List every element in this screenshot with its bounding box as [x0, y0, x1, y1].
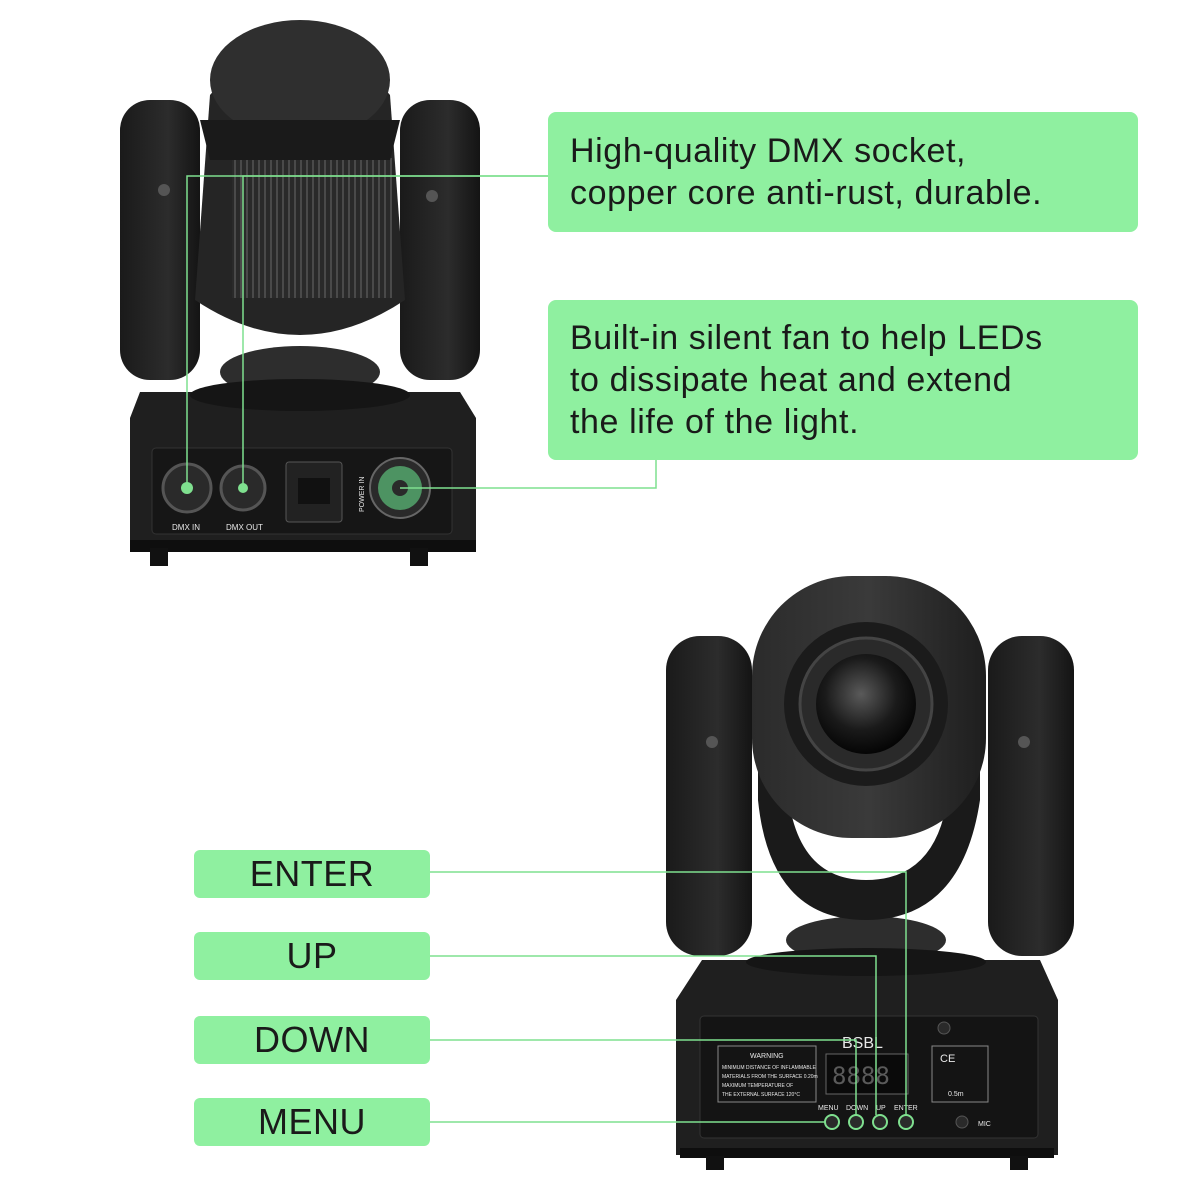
callout-dmx-socket-text: High-quality DMX socket, copper core ant… — [570, 132, 1043, 212]
svg-text:MATERIALS FROM THE SURFACE 0.2: MATERIALS FROM THE SURFACE 0.20m — [722, 1074, 818, 1080]
svg-text:0.5m: 0.5m — [948, 1091, 964, 1098]
right-arm — [400, 100, 480, 380]
svg-text:MINIMUM DISTANCE OF INFLAMMABL: MINIMUM DISTANCE OF INFLAMMABLE — [722, 1065, 816, 1071]
fixture-front-view: BSBL WARNING MINIMUM DISTANCE OF INFLAMM… — [666, 576, 1074, 1170]
label-enter: ENTER — [194, 850, 430, 898]
brand-logo: BSBL — [842, 1035, 883, 1052]
callout-silent-fan-text: Built-in silent fan to help LEDs to diss… — [570, 319, 1043, 441]
menu-button[interactable] — [824, 1114, 840, 1130]
svg-text:MAXIMUM TEMPERATURE OF: MAXIMUM TEMPERATURE OF — [722, 1083, 793, 1089]
down-button[interactable] — [848, 1114, 864, 1130]
warning-label — [717, 1045, 817, 1103]
callout-dmx-socket: High-quality DMX socket, copper core ant… — [548, 112, 1138, 232]
certification-label — [931, 1045, 989, 1103]
enter-button[interactable] — [898, 1114, 914, 1130]
mic-icon — [955, 1115, 969, 1129]
label-menu: MENU — [194, 1098, 430, 1146]
bottom-leader-lines — [430, 871, 907, 1123]
svg-text:MIC: MIC — [978, 1121, 991, 1128]
up-button[interactable] — [872, 1114, 888, 1130]
label-dmx-out: DMX OUT — [226, 523, 263, 532]
front-right-arm — [988, 636, 1074, 956]
svg-text:UP: UP — [876, 1105, 886, 1112]
label-up: UP — [194, 932, 430, 980]
label-dmx-in: DMX IN — [172, 523, 200, 532]
svg-text:MENU: MENU — [818, 1105, 839, 1112]
label-power-in: POWER IN — [359, 477, 366, 512]
front-left-arm — [666, 636, 752, 956]
label-down: DOWN — [194, 1016, 430, 1064]
callout-silent-fan: Built-in silent fan to help LEDs to diss… — [548, 300, 1138, 460]
svg-text:DOWN: DOWN — [846, 1105, 868, 1112]
heat-sink-fins — [232, 158, 392, 298]
svg-text:THE EXTERNAL SURFACE 120°C: THE EXTERNAL SURFACE 120°C — [722, 1092, 800, 1098]
fixture-back-view: DMX IN DMX OUT POWER IN — [120, 20, 480, 566]
warning-title: WARNING — [750, 1053, 784, 1060]
top-leader-lines — [186, 175, 657, 489]
lens — [816, 654, 916, 754]
svg-text:CE: CE — [940, 1053, 955, 1065]
display-digits: 8888 — [832, 1062, 890, 1090]
led-display — [825, 1053, 909, 1095]
left-arm — [120, 100, 200, 380]
